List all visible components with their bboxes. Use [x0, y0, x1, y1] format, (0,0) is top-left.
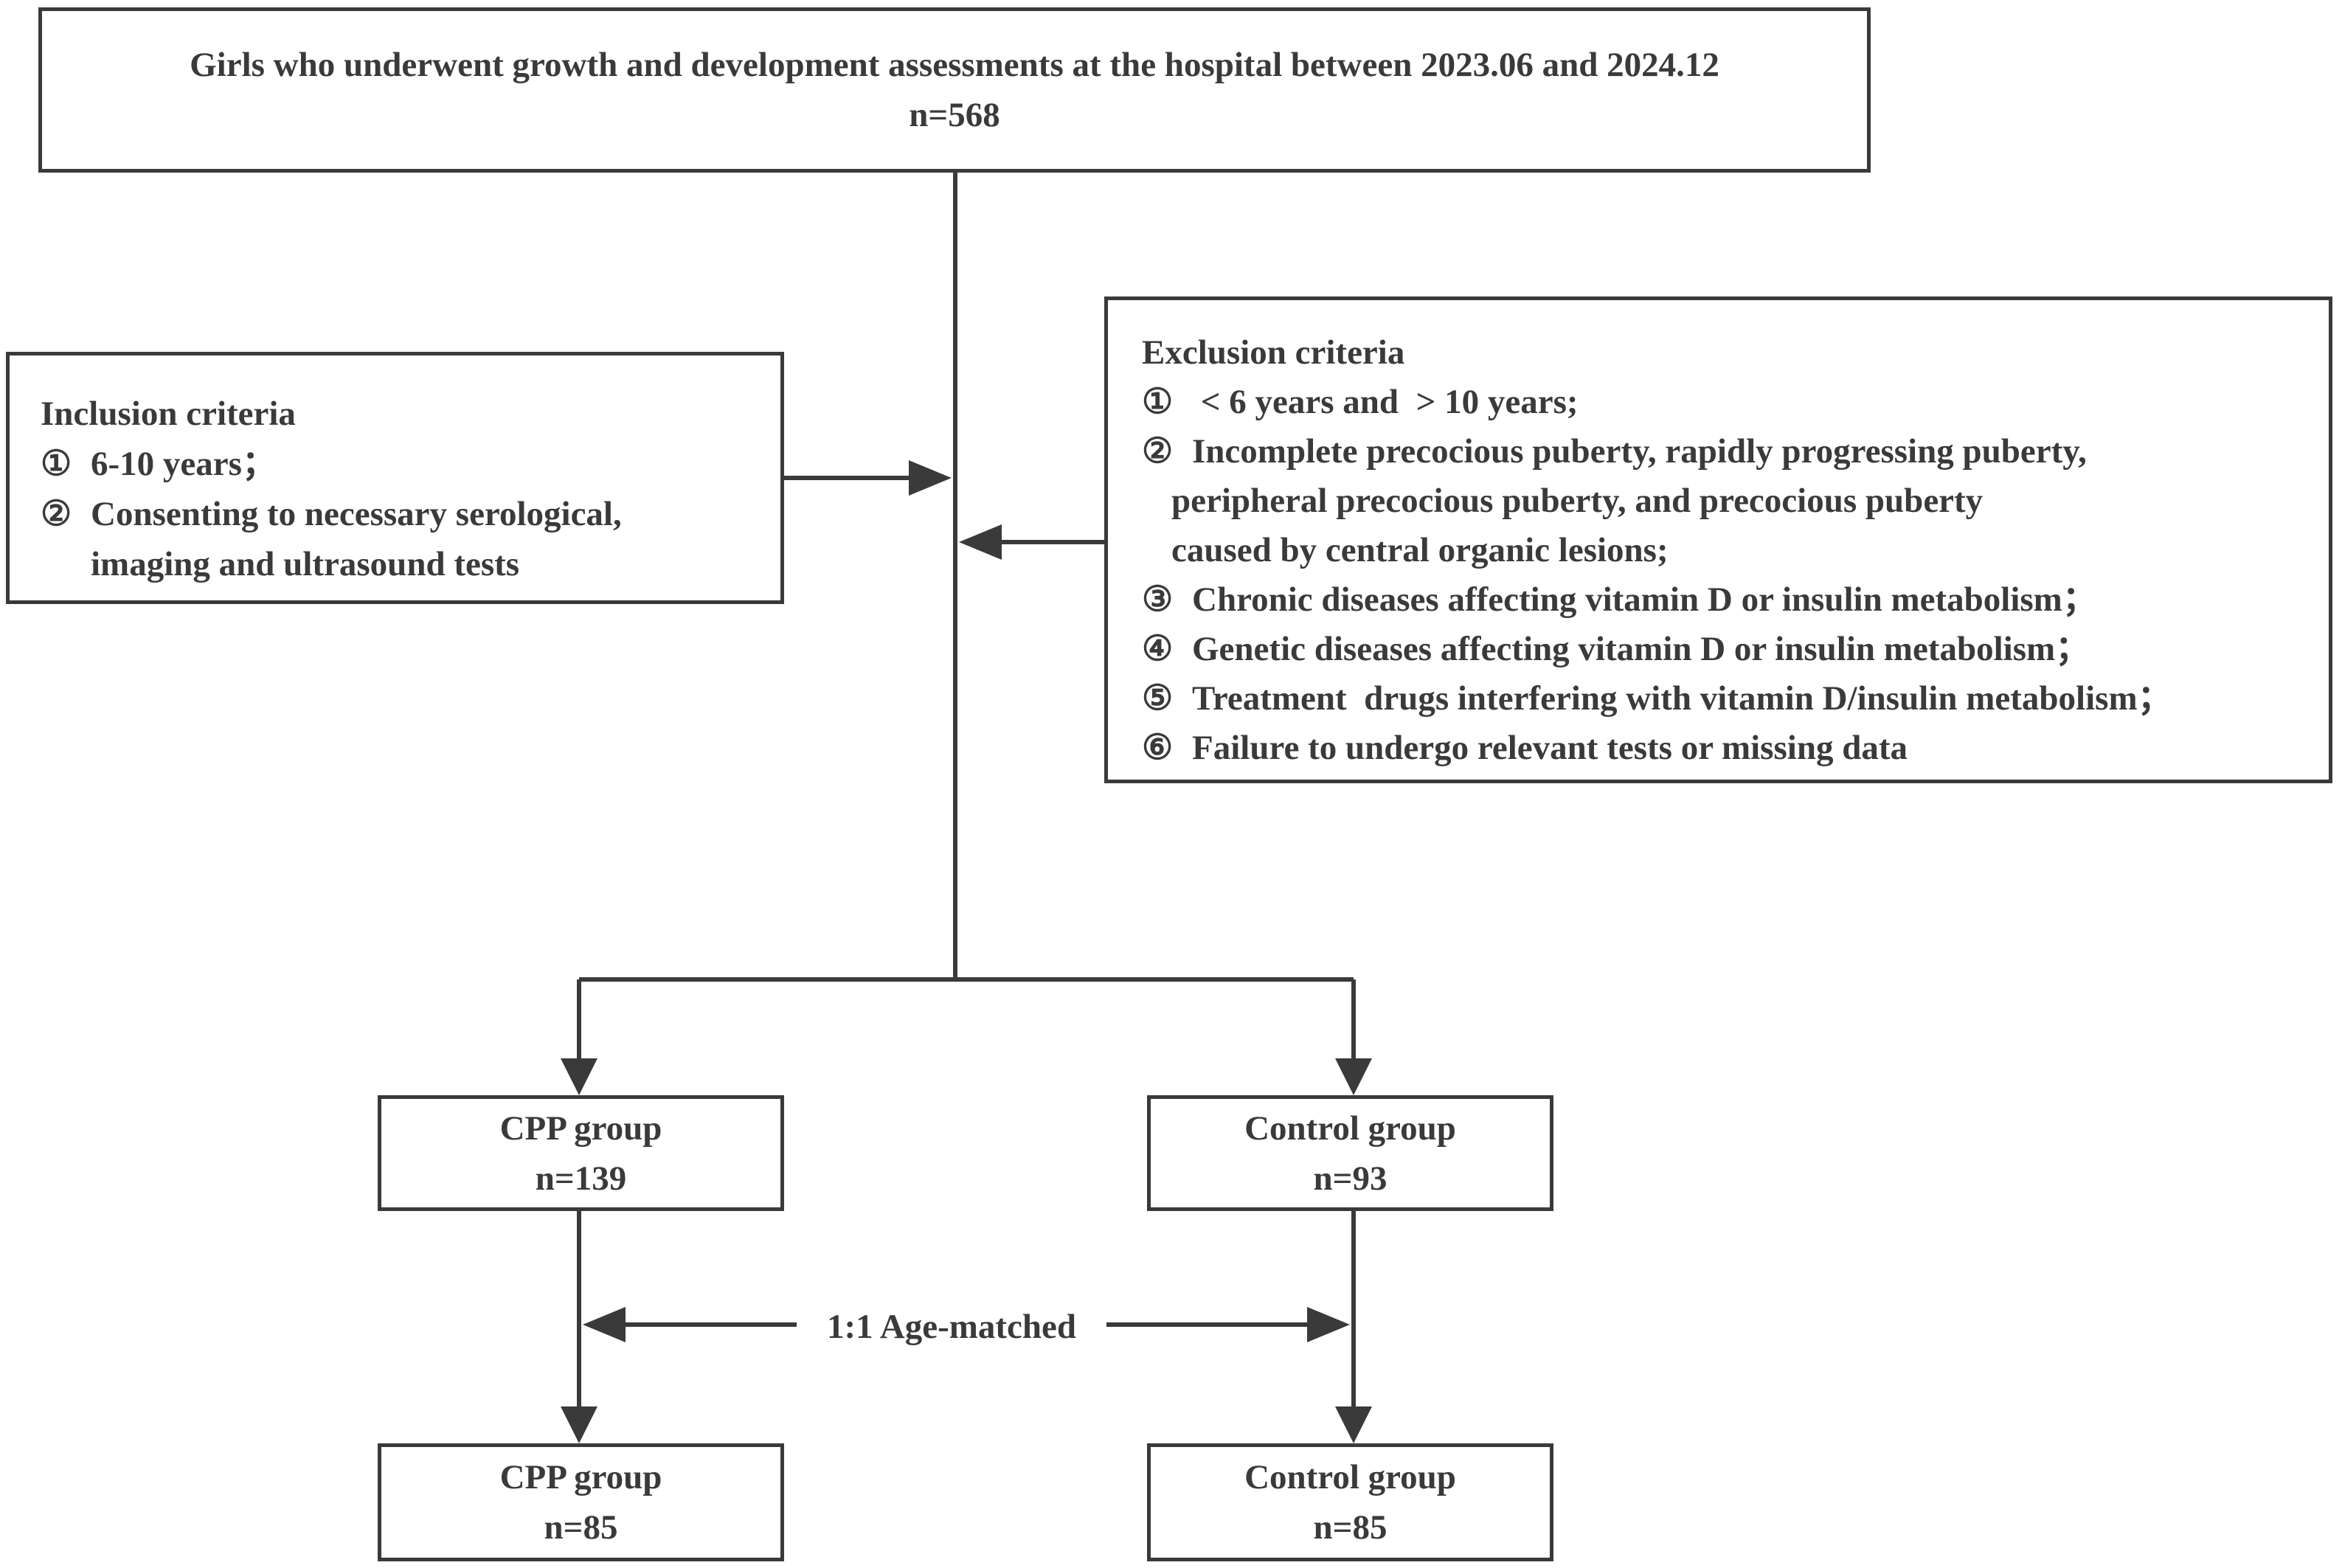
control-group-box: Control group n=93 — [1147, 1095, 1553, 1211]
exclusion-item-text: Incomplete precocious puberty, rapidly p… — [1192, 432, 2087, 471]
population-box: Girls who underwent growth and developme… — [38, 7, 1871, 173]
exclusion-item: ⑥ Failure to undergo relevant tests or m… — [1142, 724, 2329, 773]
inclusion-item-text: 6-10 years； — [91, 445, 277, 483]
exclusion-item-number: ② — [1142, 432, 1174, 471]
exclusion-item-text: Failure to undergo relevant tests or mis… — [1192, 729, 1908, 767]
match-right-arrowhead — [1307, 1307, 1350, 1342]
inclusion-item: ① 6-10 years； — [41, 439, 780, 489]
population-description: Girls who underwent growth and developme… — [190, 46, 1719, 84]
exclusion-item: ⑤ Treatment drugs interfering with vitam… — [1142, 674, 2329, 724]
control-stage2-arrowhead — [1335, 1406, 1372, 1443]
inclusion-item-number: ② — [41, 495, 72, 533]
inclusion-title: Inclusion criteria — [41, 395, 296, 433]
cpp-stage2-arrowhead — [561, 1406, 597, 1443]
inclusion-item-number: ① — [41, 445, 72, 483]
exclusion-criteria-box: Exclusion criteria ① < 6 years and > 10 … — [1104, 296, 2332, 783]
matched-control-group-label: Control group — [1244, 1458, 1456, 1496]
control-group-count: n=93 — [1313, 1159, 1387, 1198]
matched-control-group-count: n=85 — [1313, 1508, 1387, 1547]
exclusion-item-text: < 6 years and > 10 years; — [1192, 383, 1579, 421]
exclusion-title: Exclusion criteria — [1142, 333, 1405, 372]
matched-cpp-group-label: CPP group — [499, 1458, 662, 1496]
inclusion-item: ② Consenting to necessary serological, — [41, 489, 780, 539]
exclusion-item-number: ① — [1142, 383, 1174, 421]
inclusion-item-continuation: imaging and ultrasound tests — [91, 545, 520, 583]
exclusion-item-number: ⑥ — [1142, 729, 1174, 767]
matched-cpp-group-count: n=85 — [544, 1508, 618, 1547]
exclusion-item-number: ④ — [1142, 630, 1174, 668]
exclusion-arrowhead — [959, 524, 1002, 560]
exclusion-item: ① < 6 years and > 10 years; — [1142, 378, 2329, 427]
exclusion-item-continuation: peripheral precocious puberty, and preco… — [1171, 482, 1984, 520]
exclusion-item: ② Incomplete precocious puberty, rapidly… — [1142, 427, 2329, 476]
cpp-drop-arrowhead — [561, 1058, 597, 1095]
inclusion-criteria-box: Inclusion criteria ① 6-10 years； ② Conse… — [6, 352, 784, 604]
exclusion-item-number: ③ — [1142, 580, 1174, 619]
exclusion-item-text: Genetic diseases affecting vitamin D or … — [1192, 630, 2090, 668]
inclusion-item-text: Consenting to necessary serological, — [91, 495, 622, 533]
cpp-group-box: CPP group n=139 — [378, 1095, 784, 1211]
match-left-arrowhead — [583, 1307, 626, 1342]
exclusion-item: ④ Genetic diseases affecting vitamin D o… — [1142, 625, 2329, 674]
matched-cpp-group-box: CPP group n=85 — [378, 1443, 784, 1561]
population-count: n=568 — [909, 96, 1000, 134]
control-group-label: Control group — [1244, 1109, 1456, 1148]
exclusion-item-text: Treatment drugs interfering with vitamin… — [1192, 679, 2172, 718]
age-matched-label: 1:1 Age-matched — [797, 1302, 1106, 1352]
exclusion-item-number: ⑤ — [1142, 679, 1174, 718]
exclusion-item-continuation: caused by central organic lesions; — [1171, 531, 1669, 569]
matched-control-group-box: Control group n=85 — [1147, 1443, 1553, 1561]
control-drop-arrowhead — [1335, 1058, 1372, 1095]
inclusion-arrowhead — [909, 460, 952, 496]
exclusion-item: ③ Chronic diseases affecting vitamin D o… — [1142, 575, 2329, 625]
cpp-group-label: CPP group — [499, 1109, 662, 1148]
exclusion-item-text: Chronic diseases affecting vitamin D or … — [1192, 580, 2097, 619]
cpp-group-count: n=139 — [535, 1159, 627, 1198]
